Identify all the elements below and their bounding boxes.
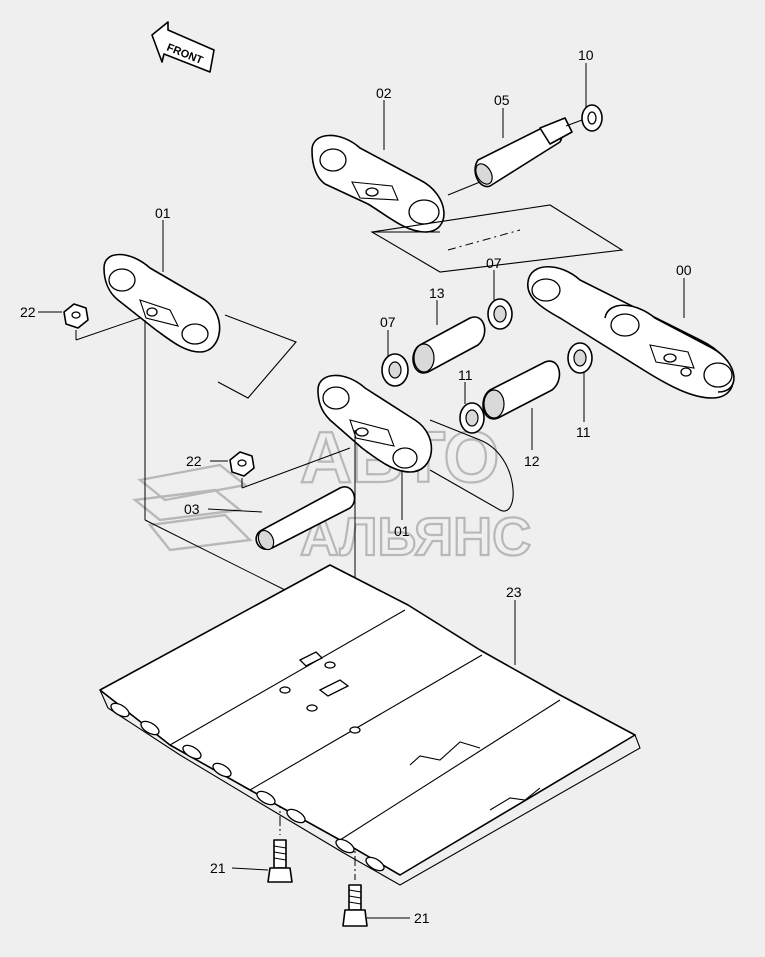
track-shoe-23 — [99, 564, 641, 886]
callout-22-upper: 22 — [20, 304, 36, 320]
seal-11-right — [567, 342, 593, 374]
front-direction-arrow: FRONT — [151, 21, 215, 73]
callout-21-right: 21 — [414, 910, 430, 926]
callout-13: 13 — [429, 285, 445, 301]
track-shoe-bolt-holes — [279, 651, 361, 734]
callout-22-lower: 22 — [186, 453, 202, 469]
link-01-left — [103, 253, 221, 353]
seal-07-upper — [487, 298, 513, 330]
callout-07-lower: 07 — [380, 314, 396, 330]
callout-03: 03 — [184, 501, 200, 517]
callout-02: 02 — [376, 85, 392, 101]
bushing-12 — [482, 360, 561, 420]
track-shoe-slots — [110, 702, 385, 872]
link-02 — [311, 134, 445, 233]
callout-leaders — [38, 63, 685, 919]
callout-21-left: 21 — [210, 860, 226, 876]
callout-00: 00 — [676, 262, 692, 278]
callout-07-upper: 07 — [486, 255, 502, 271]
callout-10: 10 — [578, 47, 594, 63]
pin-03 — [255, 486, 356, 551]
reference-plane-left — [217, 314, 297, 399]
watermark-logo — [132, 463, 253, 552]
link-00-right — [527, 266, 735, 399]
callout-11-left: 11 — [458, 367, 473, 383]
watermark-line2: АЛЬЯНС — [300, 507, 531, 567]
callout-23: 23 — [506, 584, 522, 600]
link-01-center — [317, 374, 514, 512]
callout-01-upper: 01 — [155, 205, 171, 221]
callout-11-right: 11 — [576, 424, 591, 440]
nut-22-lower — [229, 447, 351, 489]
bushing-13 — [412, 316, 486, 374]
bolt-21-left — [267, 839, 293, 883]
nut-22-upper — [63, 303, 141, 341]
pin-05 — [447, 117, 573, 196]
callout-12: 12 — [524, 453, 540, 469]
seal-11-left — [459, 402, 485, 434]
callout-05: 05 — [494, 92, 510, 108]
snap-ring-10 — [565, 104, 603, 132]
callout-01-lower: 01 — [394, 523, 410, 539]
seal-07-lower — [381, 353, 409, 387]
reference-plane-upper — [370, 204, 624, 273]
bolt-21-right — [342, 884, 368, 927]
callout-labels: 10 02 05 01 22 07 00 13 07 11 11 12 22 0… — [20, 47, 692, 926]
